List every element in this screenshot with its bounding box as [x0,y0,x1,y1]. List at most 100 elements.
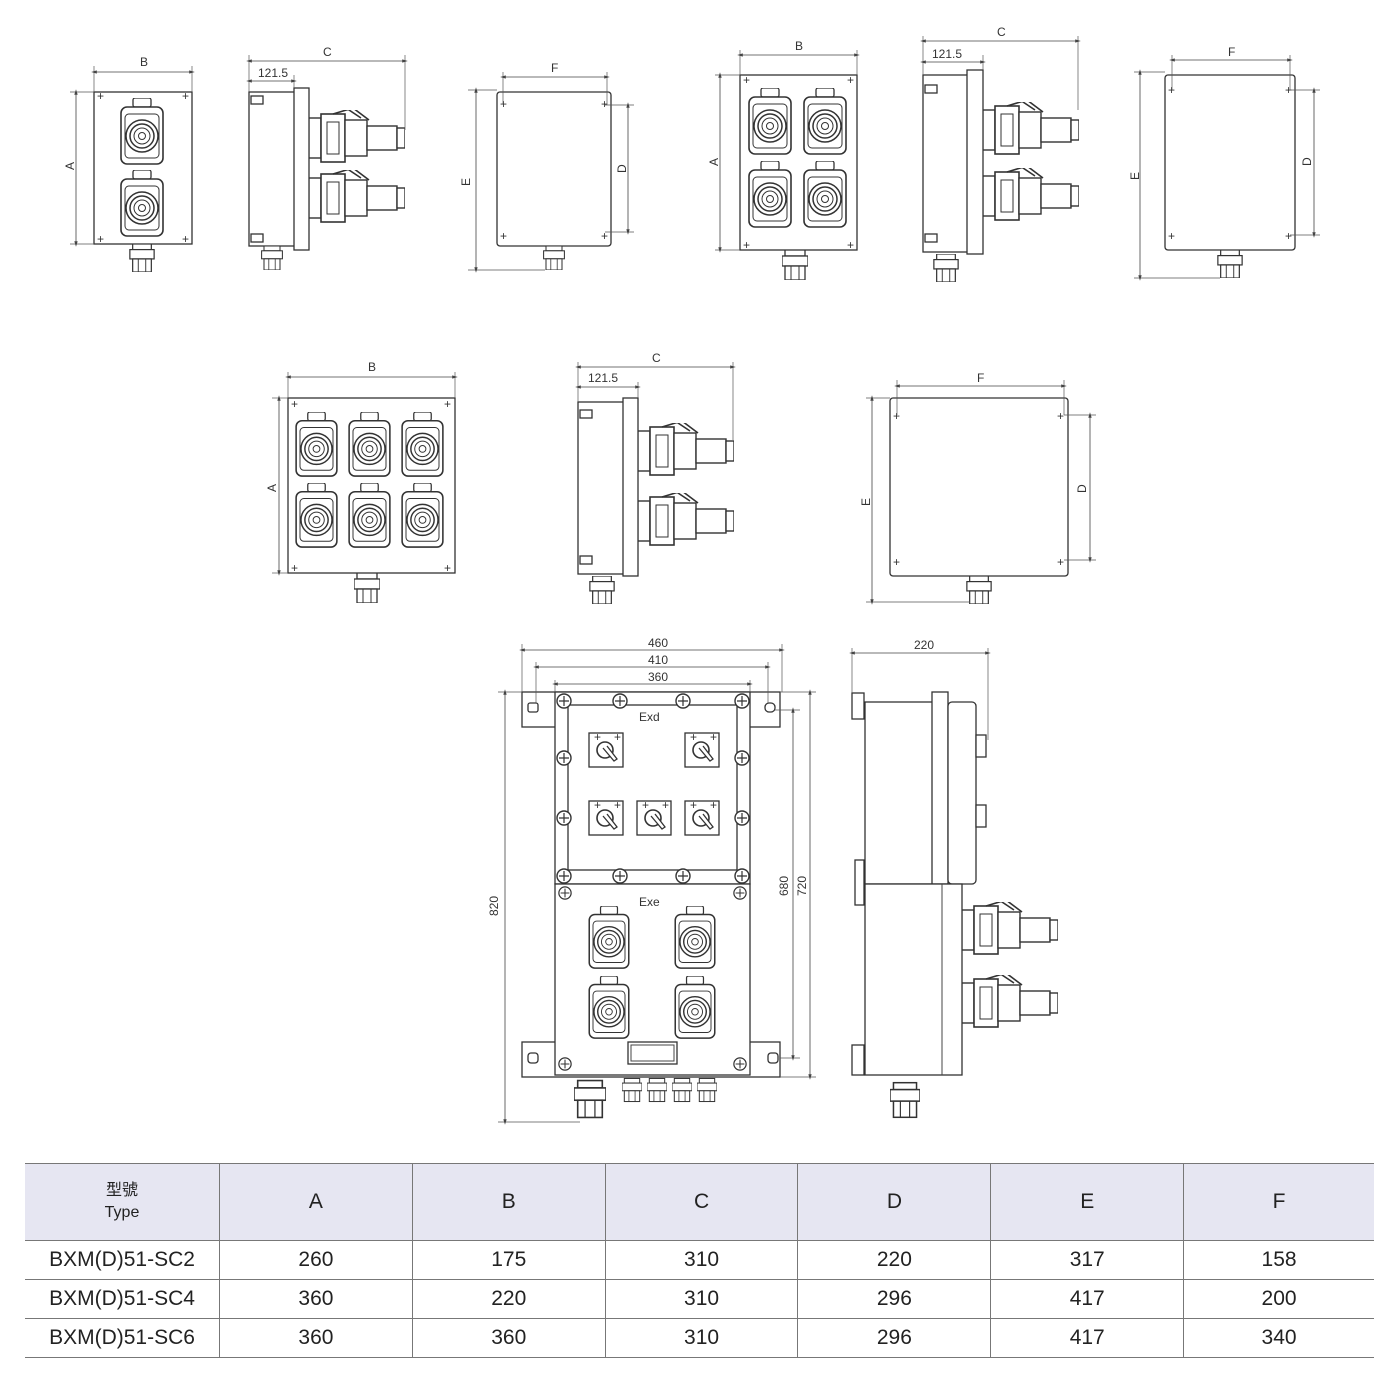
svg-text:+: + [1285,229,1292,243]
sc6-rear-view: ++ ++ F D E [859,371,1096,605]
svg-text:460: 460 [648,636,668,650]
cell-c: 310 [604,1240,798,1280]
svg-text:C: C [997,25,1006,39]
svg-text:+: + [500,229,507,243]
cell-f: 158 [1183,1240,1374,1280]
svg-text:C: C [652,351,661,365]
header-type: 型號 Type [25,1163,220,1241]
cell-b: 175 [411,1240,606,1280]
table-header-row: 型號 Type A B C D E F [25,1163,1374,1241]
svg-text:+: + [182,232,189,246]
svg-text:220: 220 [914,638,934,652]
dimension-table: 型號 Type A B C D E F BXM(D)51-SC2 260 175… [25,1163,1374,1358]
svg-text:+: + [291,561,298,575]
svg-text:A: A [265,484,279,492]
svg-text:D: D [1300,157,1314,166]
cell-e: 317 [990,1240,1184,1280]
table-row: BXM(D)51-SC6 360 360 310 296 417 340 [25,1318,1374,1358]
svg-text:+: + [601,229,608,243]
cell-type: BXM(D)51-SC2 [25,1240,220,1280]
dimension-drawings: + + + + + + B A C 121.5 + + [63,25,1320,1125]
cell-c: 310 [604,1279,798,1319]
header-type-en: Type [104,1204,140,1221]
svg-text:E: E [1128,172,1142,180]
header-e: E [990,1163,1184,1241]
svg-text:+: + [1168,83,1175,97]
svg-text:F: F [977,371,984,385]
cell-f: 200 [1183,1279,1374,1319]
header-c: C [604,1163,798,1241]
cell-d: 296 [797,1279,991,1319]
svg-text:B: B [140,55,148,69]
svg-text:410: 410 [648,653,668,667]
svg-text:+: + [743,73,750,87]
svg-text:+: + [291,397,298,411]
svg-text:+: + [601,97,608,111]
svg-text:+: + [1285,83,1292,97]
combined-unit-side-view: 220 [849,638,1058,1119]
svg-text:A: A [63,162,77,170]
svg-text:E: E [859,498,873,506]
svg-text:A: A [707,158,721,166]
svg-text:D: D [1075,484,1089,493]
sc4-rear-view: + + + + F D E [1128,45,1320,281]
svg-text:+: + [97,232,104,246]
svg-text:+: + [893,409,900,423]
svg-text:F: F [551,61,558,75]
svg-text:360: 360 [648,670,668,684]
cell-d: 220 [797,1240,991,1280]
sc2-side-view: C 121.5 [246,45,408,270]
header-f: F [1183,1163,1374,1241]
header-d: D [797,1163,991,1241]
svg-text:820: 820 [487,896,501,916]
svg-text:Exe: Exe [639,895,660,909]
cell-d: 296 [797,1318,991,1358]
svg-text:121.5: 121.5 [932,47,962,61]
table-row: BXM(D)51-SC2 260 175 310 220 317 158 [25,1240,1374,1280]
cell-a: 360 [219,1279,413,1319]
header-a: A [219,1163,413,1241]
cell-b: 360 [411,1318,606,1358]
cell-a: 260 [219,1240,413,1280]
svg-text:+: + [847,73,854,87]
sc6-front-view: + + + + B A [265,360,458,603]
sc4-front-view: + + + + B A [707,39,860,280]
svg-text:E: E [459,178,473,186]
svg-text:+: + [1168,229,1175,243]
sc2-front-view: + + + + B A [63,55,195,272]
svg-text:+: + [500,97,507,111]
header-type-cn: 型號 [105,1182,138,1199]
cell-c: 310 [604,1318,798,1358]
svg-text:+: + [444,561,451,575]
cell-f: 340 [1183,1318,1374,1358]
combined-unit-front-view: Exd Exe 460 410 360 820 680 720 [487,636,816,1125]
sc6-side-view: C 121.5 [575,351,736,604]
svg-text:F: F [1228,45,1235,59]
table-row: BXM(D)51-SC4 360 220 310 296 417 200 [25,1279,1374,1319]
svg-text:B: B [368,360,376,374]
svg-text:+: + [1057,409,1064,423]
svg-text:+: + [182,89,189,103]
cell-type: BXM(D)51-SC6 [25,1318,220,1358]
svg-text:680: 680 [777,876,791,896]
svg-text:121.5: 121.5 [258,66,288,80]
svg-text:C: C [323,45,332,59]
svg-text:B: B [795,39,803,53]
svg-text:720: 720 [795,876,809,896]
svg-text:D: D [615,164,629,173]
cell-a: 360 [219,1318,413,1358]
header-b: B [411,1163,606,1241]
cell-e: 417 [990,1279,1184,1319]
svg-text:Exd: Exd [639,710,660,724]
svg-text:121.5: 121.5 [588,371,618,385]
svg-text:+: + [847,238,854,252]
cell-e: 417 [990,1318,1184,1358]
sc2-rear-view: + + + + F D E [459,61,634,273]
sc4-side-view: C 121.5 [920,25,1081,282]
svg-text:+: + [444,397,451,411]
svg-text:+: + [893,555,900,569]
svg-text:+: + [743,238,750,252]
cell-type: BXM(D)51-SC4 [25,1279,220,1319]
svg-text:+: + [97,89,104,103]
cell-b: 220 [411,1279,606,1319]
